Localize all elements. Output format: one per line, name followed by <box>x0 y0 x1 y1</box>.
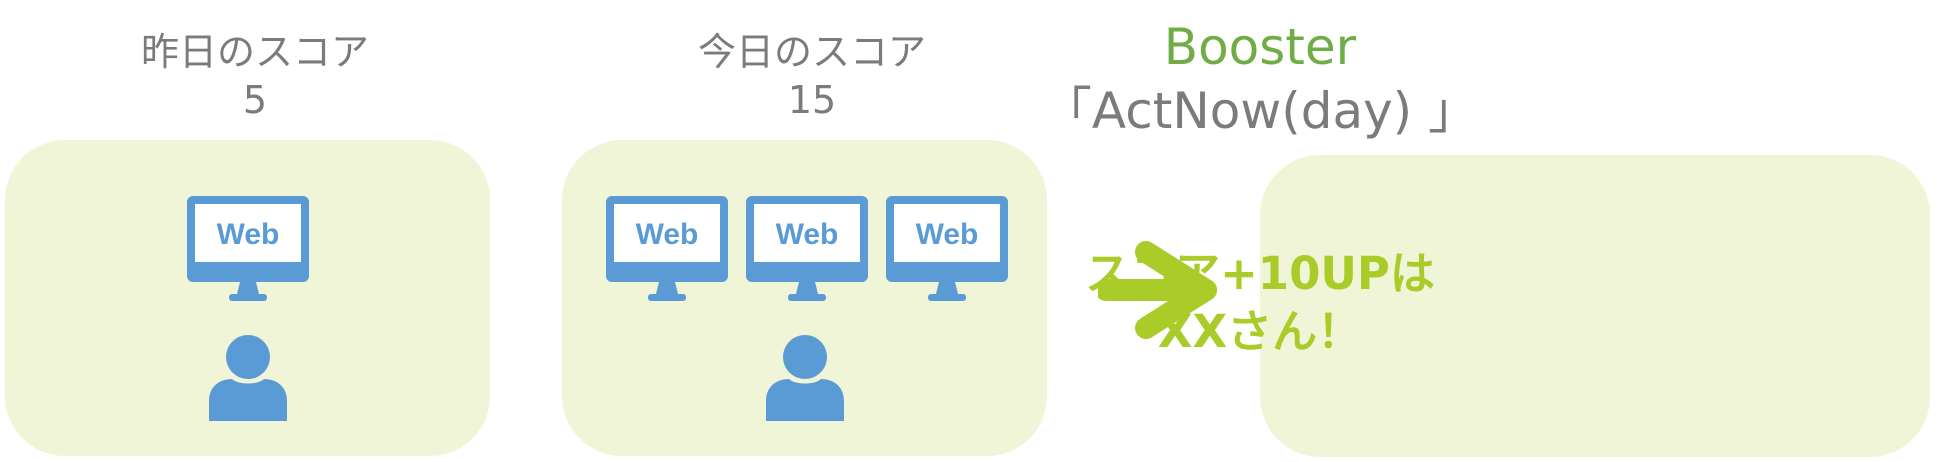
web-monitor-icon: Web <box>187 196 309 301</box>
booster-result-line2: XXさん！ <box>1157 305 1363 358</box>
today-heading: 今日のスコア 15 <box>612 28 1012 124</box>
yesterday-score: 5 <box>242 78 268 122</box>
yesterday-heading: 昨日のスコア 5 <box>55 28 455 124</box>
booster-title: Booster <box>1163 18 1357 76</box>
web-monitor-icon: Web <box>746 196 868 301</box>
user-icon <box>209 335 287 421</box>
booster-panel <box>1260 155 1930 457</box>
web-monitor-icon: Web <box>886 196 1008 301</box>
web-monitor-icon: Web <box>606 196 728 301</box>
booster-result-line1: スコア+10UPは <box>1085 247 1435 300</box>
yesterday-label: 昨日のスコア <box>140 30 369 74</box>
monitor-label: Web <box>636 218 699 251</box>
today-score: 15 <box>787 78 837 122</box>
user-icon <box>766 335 844 421</box>
monitor-label: Web <box>916 218 979 251</box>
booster-result: スコア+10UPは XXさん！ <box>980 245 1540 361</box>
monitor-label: Web <box>217 218 280 251</box>
today-label: 今日のスコア <box>697 30 926 74</box>
monitor-label: Web <box>776 218 839 251</box>
arrow-right-icon <box>1098 241 1217 339</box>
booster-name: 「ActNow(day) 」 <box>1041 82 1479 140</box>
